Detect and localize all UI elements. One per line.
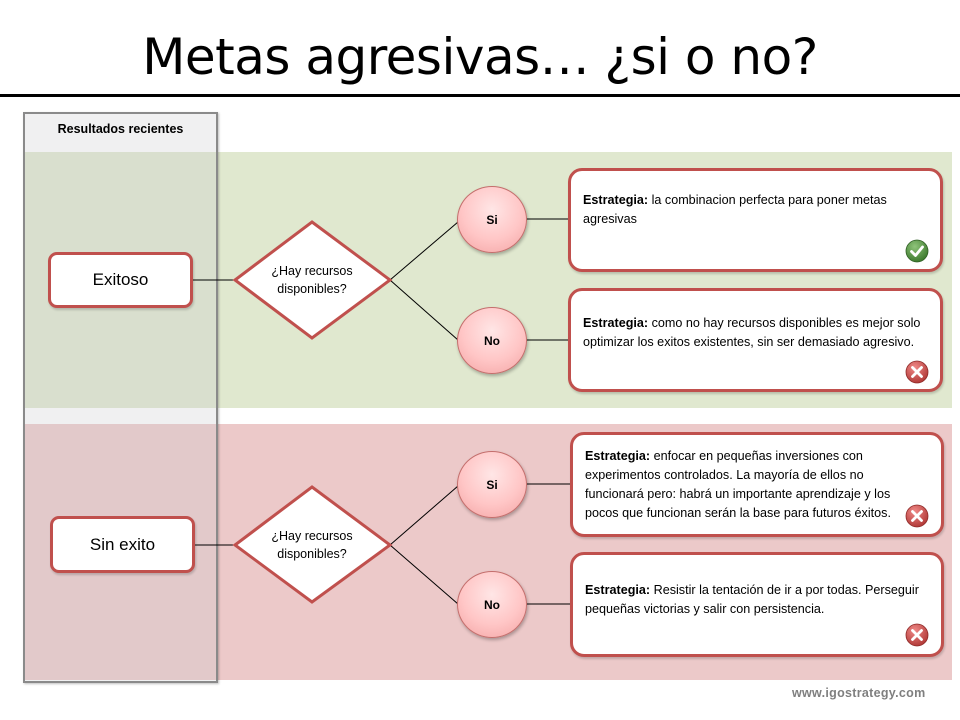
strategy-label: Estrategia: <box>583 316 649 330</box>
strategy-text: enfocar en pequeñas inversiones con expe… <box>585 448 891 520</box>
decision-line: disponibles? <box>277 547 347 561</box>
cross-icon <box>905 360 929 384</box>
answer-si-2: Si <box>457 451 527 518</box>
cross-icon <box>905 504 929 528</box>
outcome-box-sin-exito: Sin exito <box>50 516 195 573</box>
strategy-text: la combinacion perfecta para poner metas… <box>583 193 887 226</box>
decision-text-2: ¿Hay recursos disponibles? <box>234 527 390 563</box>
footer-url: www.igostrategy.com <box>792 686 926 700</box>
check-icon <box>905 239 929 263</box>
strategy-text: como no hay recursos disponibles es mejo… <box>583 316 921 349</box>
strategy-label: Estrategia: <box>583 193 649 207</box>
strategy-box-3: Estrategia: enfocar en pequeñas inversio… <box>570 432 944 537</box>
decision-line: disponibles? <box>277 282 347 296</box>
decision-diamond-2 <box>232 485 393 604</box>
strategy-box-2: Estrategia: como no hay recursos disponi… <box>568 288 943 392</box>
strategy-label: Estrategia: <box>585 582 651 597</box>
decision-text-1: ¿Hay recursos disponibles? <box>234 262 390 298</box>
title-divider <box>0 94 960 97</box>
outcome-box-exitoso: Exitoso <box>48 252 193 308</box>
strategy-box-1: Estrategia: la combinacion perfecta para… <box>568 168 943 272</box>
cross-icon <box>905 623 929 647</box>
decision-diamond-1 <box>232 220 393 340</box>
decision-line: ¿Hay recursos <box>271 529 353 543</box>
strategy-box-4: Estrategia: Resistir la tentación de ir … <box>570 552 944 657</box>
strategy-label: Estrategia: <box>585 448 651 463</box>
answer-no-1: No <box>457 307 527 374</box>
decision-line: ¿Hay recursos <box>271 264 353 278</box>
recent-results-column: Resultados recientes <box>23 112 218 683</box>
column-header: Resultados recientes <box>57 122 184 136</box>
answer-no-2: No <box>457 571 527 638</box>
answer-si-1: Si <box>457 186 527 253</box>
page-title: Metas agresivas… ¿si o no? <box>142 28 818 86</box>
strategy-text: Resistir la tentación de ir a por todas.… <box>585 582 919 616</box>
